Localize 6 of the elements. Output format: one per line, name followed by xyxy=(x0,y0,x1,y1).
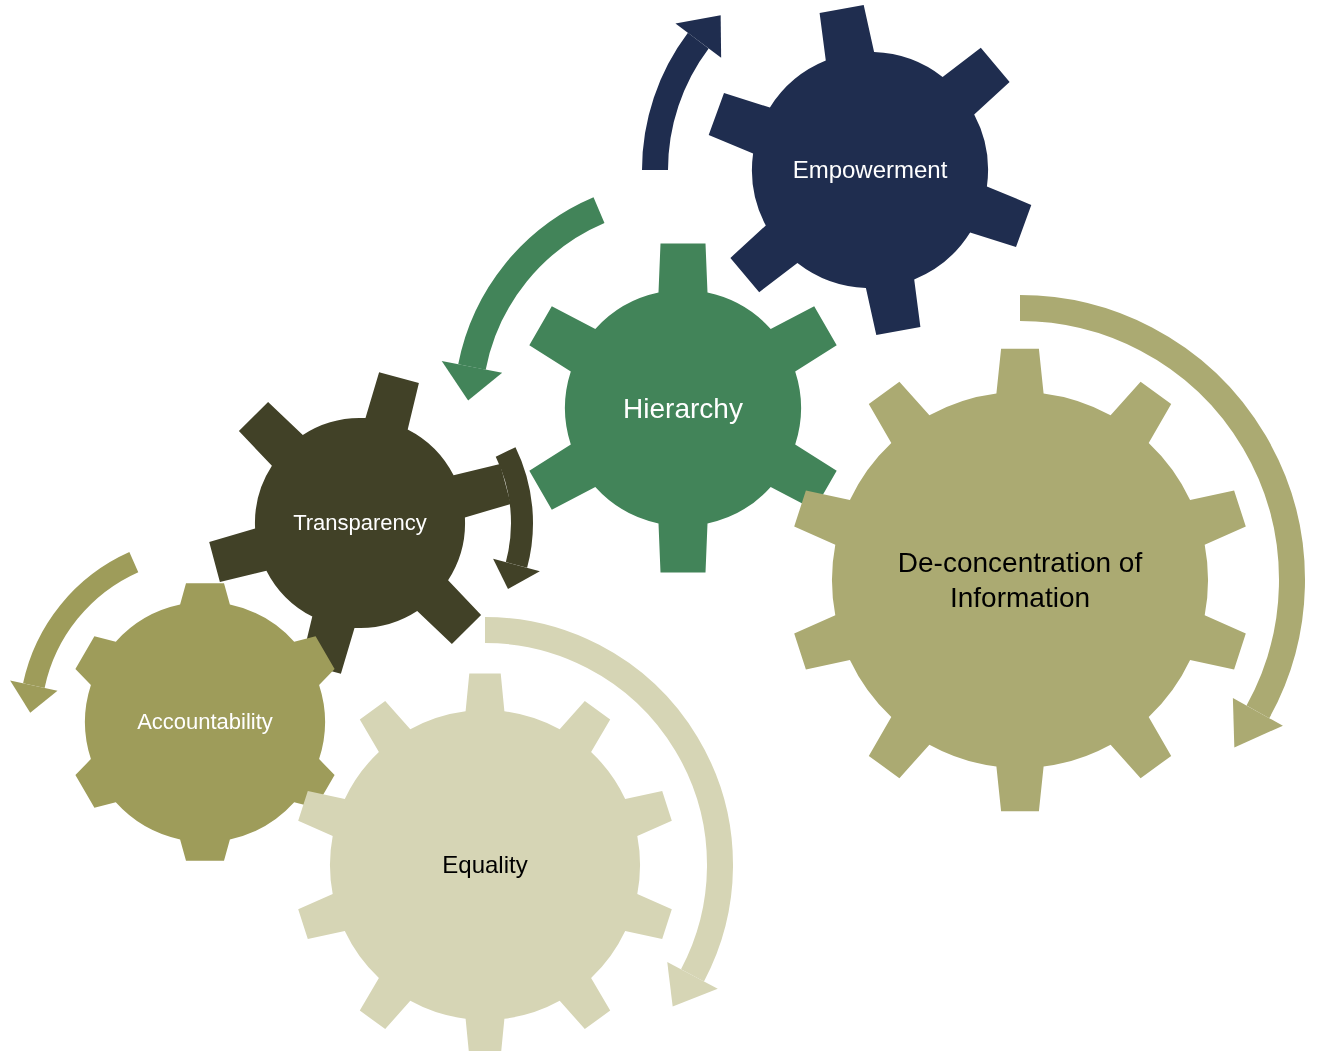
gear-label: De-concentration of Information xyxy=(896,546,1144,615)
gear-label: Empowerment xyxy=(792,155,948,185)
gear-label: Hierarchy xyxy=(623,391,743,426)
gear-label: Equality xyxy=(442,850,528,880)
gear-label: Transparency xyxy=(293,509,427,537)
gear-label: Accountability xyxy=(137,708,273,736)
